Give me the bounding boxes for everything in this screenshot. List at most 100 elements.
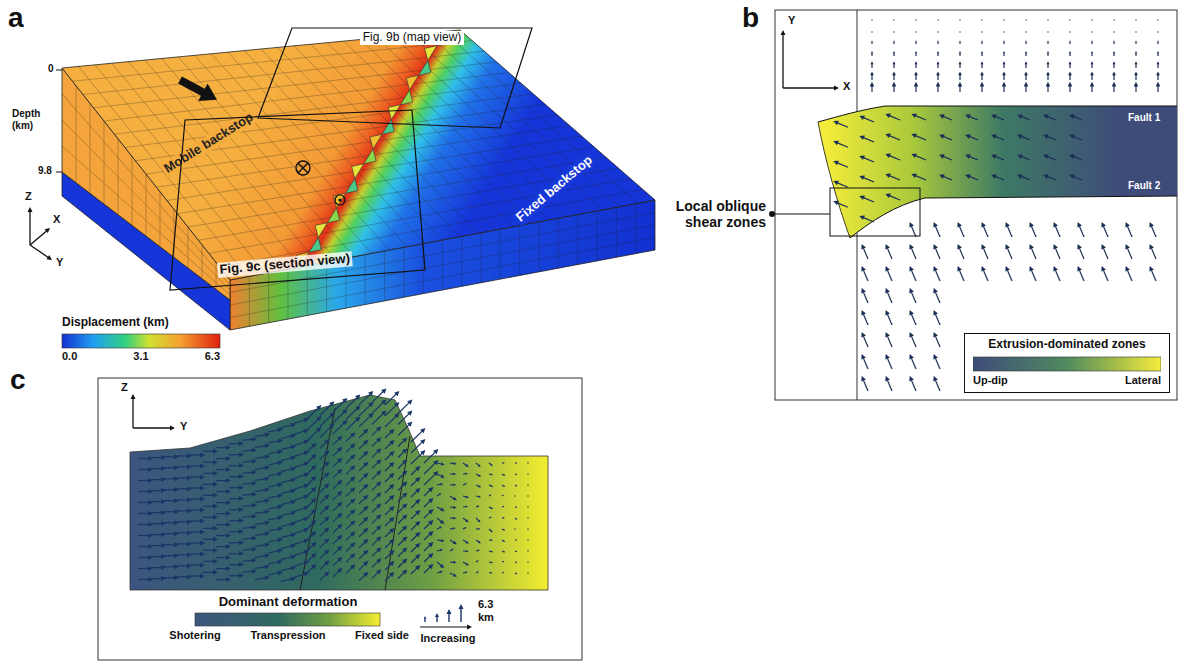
vector-shaft — [229, 509, 240, 511]
vector-head — [200, 530, 205, 535]
vector-head — [239, 463, 244, 468]
vector-shaft — [1151, 248, 1156, 259]
vector-shaft — [255, 457, 266, 459]
vector-head — [516, 462, 518, 464]
vector-shaft — [937, 64, 938, 68]
vector-shaft — [346, 435, 352, 441]
vector-head — [350, 564, 355, 569]
vector-shaft — [229, 487, 240, 489]
axis-title: Depth (km) — [12, 108, 56, 131]
vector-dot — [1113, 31, 1114, 32]
vector-head — [187, 552, 192, 557]
vector-head — [833, 141, 839, 146]
vector-head — [389, 473, 394, 478]
colorbar-title: Dominant deformation — [219, 595, 358, 610]
out-of-page-symbol — [335, 195, 345, 205]
vector-shaft — [424, 534, 430, 540]
vector-shaft — [398, 572, 404, 578]
vector-shaft — [424, 490, 430, 496]
vector-head — [1017, 154, 1023, 159]
vector-head — [991, 174, 997, 179]
vector-head — [311, 476, 316, 481]
vector-head — [909, 288, 914, 294]
vector-shaft — [398, 561, 404, 567]
axis-label: X — [843, 80, 850, 93]
vector-head — [376, 569, 381, 574]
vector-dot — [527, 539, 528, 540]
vector-dot — [893, 31, 894, 32]
vector-dot — [1003, 19, 1004, 20]
vector-shaft — [863, 158, 874, 162]
vector-head — [402, 470, 407, 475]
mesh-grid — [62, 32, 655, 327]
vector-shaft — [502, 572, 504, 574]
vector-shaft — [411, 502, 417, 508]
vector-head — [981, 222, 986, 228]
vector-shaft — [333, 472, 339, 478]
vector-shaft — [151, 468, 162, 469]
vector-shaft — [320, 552, 326, 558]
vector-head — [376, 459, 381, 464]
vector-head — [491, 562, 493, 564]
vector-head — [1003, 41, 1005, 43]
vector-head — [1149, 266, 1154, 272]
vector-shaft — [889, 196, 900, 200]
vector-dot — [871, 31, 872, 32]
vector-head — [909, 376, 914, 382]
vector-shaft — [268, 551, 279, 553]
vector-shaft — [411, 535, 417, 541]
vector-head — [892, 72, 896, 76]
vector-shaft — [911, 270, 916, 281]
vector-head — [933, 310, 938, 316]
vector-shaft — [164, 511, 175, 512]
vector-head — [909, 332, 914, 338]
vector-head — [909, 310, 914, 316]
vector-shaft — [969, 156, 978, 160]
vector-head — [503, 561, 504, 562]
vector-head — [871, 41, 873, 43]
vector-head — [324, 439, 329, 444]
vector-shaft — [1025, 75, 1026, 80]
vector-shaft — [502, 462, 504, 463]
vector-dot — [871, 19, 872, 20]
vector-head — [516, 573, 517, 574]
vector-shaft — [151, 567, 162, 568]
vector-shaft — [255, 435, 266, 437]
vector-head — [415, 477, 420, 482]
vector-shaft — [268, 529, 279, 531]
vector-shaft — [164, 489, 175, 490]
vector-head — [478, 464, 481, 467]
vector-shaft — [915, 64, 916, 68]
vector-head — [148, 533, 153, 538]
vector-head — [350, 509, 355, 514]
vector-dot — [1091, 19, 1092, 20]
vector-head — [329, 412, 334, 417]
vector-shaft — [385, 416, 396, 427]
vector-shaft — [255, 490, 266, 492]
vector-head — [491, 551, 493, 553]
vector-shaft — [281, 491, 292, 494]
vector-head — [278, 527, 283, 532]
vector-head — [516, 551, 517, 552]
vector-head — [265, 564, 270, 569]
vector-shaft — [1091, 75, 1092, 80]
vector-shaft — [1047, 64, 1048, 68]
vector-head — [226, 456, 231, 461]
vector-head — [415, 554, 420, 559]
vector-shaft — [242, 483, 253, 485]
vector-head — [402, 536, 407, 541]
vector-head — [516, 485, 517, 486]
vector-head — [355, 405, 360, 410]
vector-head — [861, 376, 866, 382]
vector-shaft — [346, 490, 352, 496]
vector-shaft — [911, 380, 916, 391]
vector-head — [265, 432, 270, 437]
vector-head — [402, 558, 407, 563]
vector-head — [407, 422, 412, 427]
vector-shaft — [450, 561, 454, 562]
vector-head — [1125, 266, 1130, 272]
vector-head — [1068, 82, 1073, 87]
vector-shaft — [268, 540, 279, 542]
vector-head — [981, 41, 983, 43]
vector-head — [859, 136, 865, 141]
